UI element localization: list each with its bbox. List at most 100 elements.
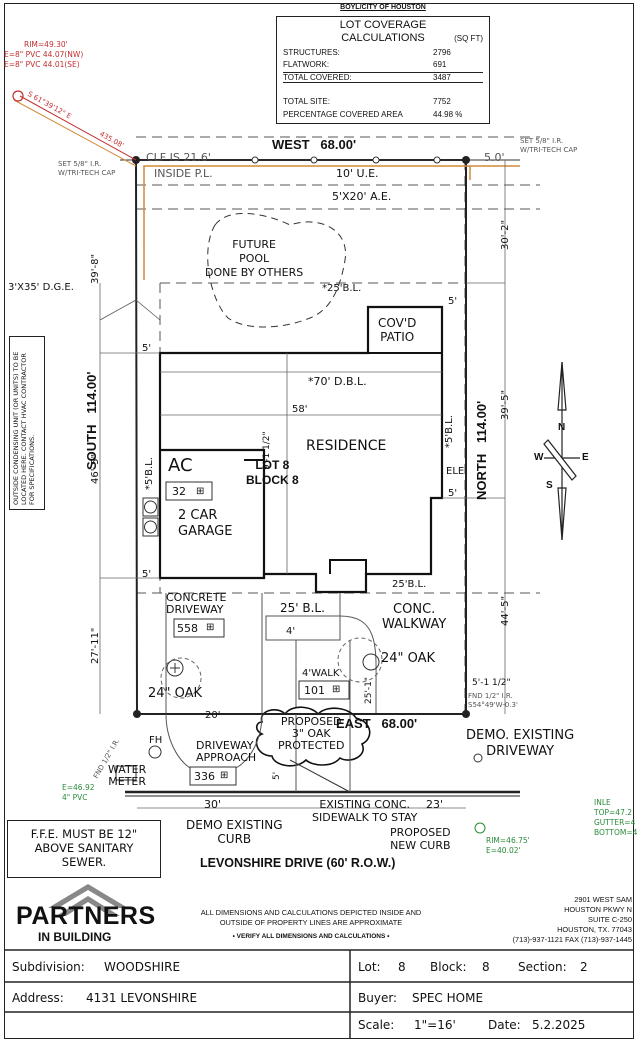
coverage-row: FLATWORK:691: [283, 60, 447, 69]
oak-tree-right: 24" OAK: [381, 651, 436, 666]
walk-area-value: 101: [304, 684, 325, 697]
title-row-2: Address: 4131 LEVONSHIRE Buyer: SPEC HOM…: [4, 982, 634, 1012]
ac-area-value: 32: [172, 485, 186, 498]
slab-icon: ⊞: [206, 622, 215, 633]
inside-pl-note: INSIDE P.L.: [154, 167, 213, 180]
dim-4: 4': [286, 626, 296, 637]
dim-5-south: 5': [142, 343, 152, 354]
condenser-note-box: [9, 336, 45, 510]
approach-area-value: 336: [194, 770, 215, 783]
dim-9-1: 9'-1 1/2": [262, 431, 272, 470]
dbl-line: *70' D.B.L.: [308, 375, 367, 388]
aerial-easement: 5'X20' A.E.: [332, 190, 392, 203]
dim-23: 23': [426, 798, 444, 811]
coverage-row: TOTAL COVERED:3487: [283, 72, 483, 83]
coverage-title: LOT COVERAGE CALCULATIONS: [339, 19, 427, 44]
east-line-label: EAST 68.00': [336, 716, 418, 731]
slab-icon: ⊞: [196, 486, 205, 497]
dim-27-11: 27'-11": [90, 627, 101, 664]
sidewalk-label: EXISTING CONC.SIDEWALK TO STAY: [312, 798, 418, 824]
drainage-easement: 3'X35' D.G.E.: [8, 282, 74, 293]
dim-5-1: 5'-1 1/2": [472, 678, 511, 688]
building-line-rear: *25'B.L.: [322, 283, 362, 294]
coverage-header: BOYL/CITY OF HOUSTON: [340, 4, 426, 11]
date-value: 5.2.2025: [532, 1018, 586, 1032]
compass-w: W: [534, 452, 544, 463]
dim-39-5: 39'-5": [500, 389, 511, 420]
building-line-south: *5'B.L.: [144, 457, 155, 490]
lot-label: Lot:: [358, 960, 381, 974]
partners-logo: PARTNERS IN BUILDING: [16, 902, 156, 944]
coverage-unit: (SQ FT): [454, 34, 483, 43]
ac-label: AC: [168, 455, 193, 476]
dim-20: 20': [205, 710, 221, 721]
dim-58: 58': [292, 404, 308, 415]
slab-icon: ⊞: [332, 684, 341, 695]
buyer-label: Buyer:: [358, 991, 398, 1005]
dim-30: 30': [204, 798, 222, 811]
title-row-3: Scale: 1"=16' Date: 5.2.2025: [4, 1012, 634, 1038]
scale-label: Scale:: [358, 1018, 395, 1032]
dim-46-5: 46'-5": [90, 453, 101, 484]
driveway-area-value: 558: [177, 622, 198, 635]
compass-s: S: [546, 480, 553, 491]
address-value: 4131 LEVONSHIRE: [86, 991, 198, 1005]
walk-4-label: 4'WALK: [302, 668, 340, 679]
subdivision-value: WOODSHIRE: [104, 960, 181, 974]
utility-easement: 10' U.E.: [336, 167, 379, 180]
street-name: LEVONSHIRE DRIVE (60' R.O.W.): [200, 856, 396, 870]
five-ft-note: 5.0': [484, 151, 505, 164]
compass-n: N: [558, 422, 566, 433]
electric-meter-label: ELE: [446, 466, 465, 477]
residence-label: RESIDENCE: [306, 438, 387, 454]
coverage-row: TOTAL SITE:7752: [283, 97, 451, 106]
dim-5-rear: 5': [448, 296, 458, 307]
sanitary-rim-note: RIM=49.30'E=8" PVC 44.07(NW)E=8" PVC 44.…: [4, 40, 84, 69]
subdivision-label: Subdivision:: [12, 960, 85, 974]
sheet-border: [4, 3, 634, 1039]
oak-tree-left: 24" OAK: [148, 686, 203, 701]
title-row-1: Subdivision: WOODSHIRE Lot: 8 Block: 8 S…: [4, 951, 634, 981]
section-value: 2: [580, 960, 588, 974]
iron-rod-right: SET 5/8" I.R.W/TRI-TECH CAP: [520, 137, 578, 154]
building-line-north: *5'B.L.: [444, 415, 455, 448]
block-value: 8: [482, 960, 490, 974]
dim-5-walk: 5': [272, 771, 282, 780]
fire-hydrant-label: FH: [149, 735, 163, 746]
address-label: Address:: [12, 991, 64, 1005]
north-line-label: NORTH 114.00': [474, 400, 489, 500]
found-rod-right: FND 1/2" I.R.S54°49'W-0.3': [468, 692, 518, 709]
iron-rod-left: SET 5/8" I.R.W/TRI-TECH CAP: [58, 160, 116, 177]
disclaimer: ALL DIMENSIONS AND CALCULATIONS DEPICTED…: [200, 908, 422, 940]
lot-value: 8: [398, 960, 406, 974]
slab-icon: ⊞: [220, 770, 229, 781]
building-line-front: 25'B.L.: [392, 579, 427, 590]
conc-walkway-label: CONC.WALKWAY: [382, 602, 447, 632]
section-label: Section:: [518, 960, 567, 974]
rim-elevation-note: RIM=46.75'E=40.02': [486, 836, 530, 855]
scale-value: 1"=16': [414, 1018, 456, 1032]
compass-e: E: [582, 452, 589, 463]
date-label: Date:: [488, 1018, 521, 1032]
building-line-25: 25' B.L.: [280, 601, 325, 615]
buyer-value: SPEC HOME: [412, 991, 484, 1005]
dim-5-north: 5': [448, 488, 458, 499]
block-label: Block:: [430, 960, 467, 974]
dim-44-5: 44'-5": [500, 595, 511, 626]
